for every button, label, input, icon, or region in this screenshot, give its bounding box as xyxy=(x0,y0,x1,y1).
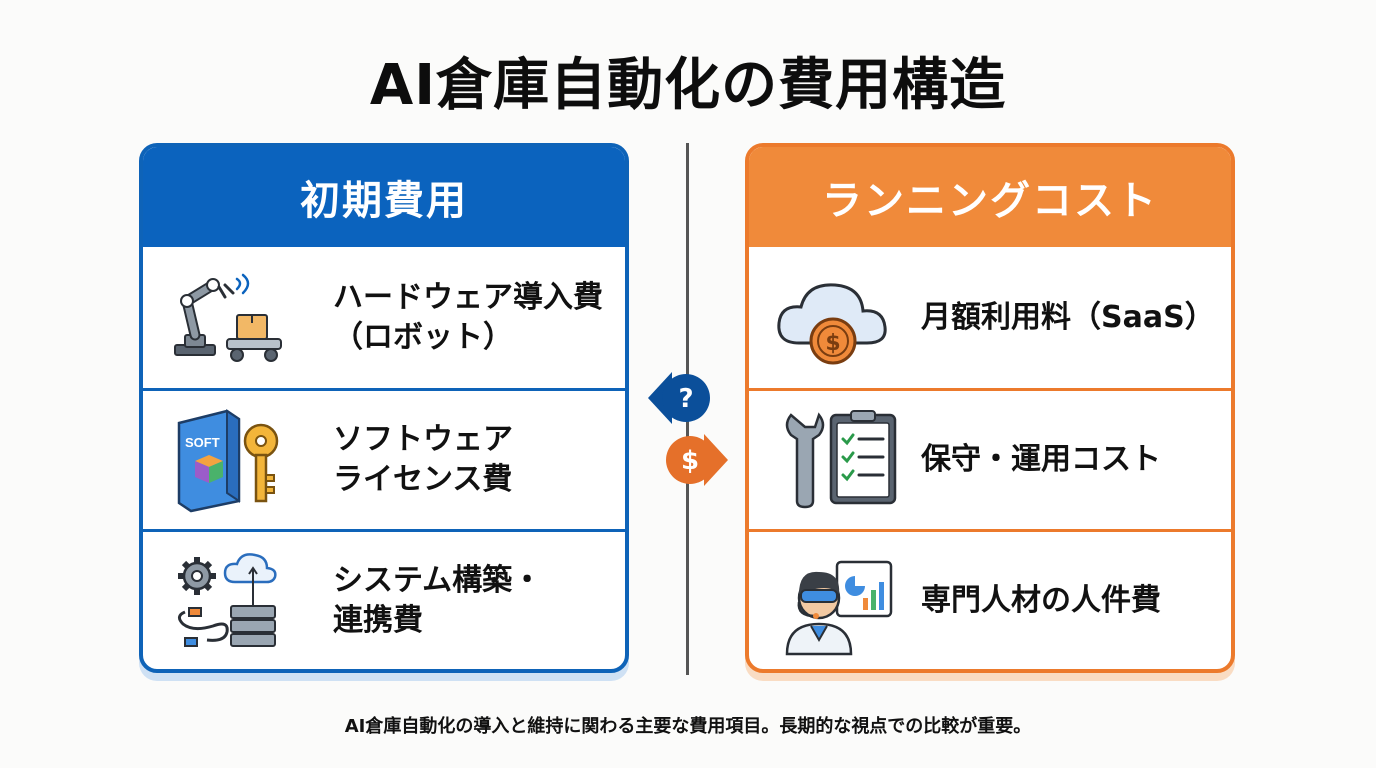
robot-arm-conveyor-icon xyxy=(174,273,282,362)
maintenance-cost-label: 保守・運用コスト xyxy=(921,442,1161,477)
personnel-cost-label: 専門人材の人件費 xyxy=(921,583,1161,618)
wrench-clipboard-icon xyxy=(785,410,897,509)
svg-text:SOFT: SOFT xyxy=(185,435,220,450)
list-item-software: SOFT ソフトウェア ライセンス費 xyxy=(143,388,625,529)
software-license-label: ソフトウェア ライセンス費 xyxy=(333,422,513,497)
gear-cloud-server-icon xyxy=(178,553,277,647)
list-item-maintenance: 保守・運用コスト xyxy=(749,388,1231,529)
list-item-hardware: ハードウェア導入費 （ロボット） xyxy=(143,247,625,388)
footer-caption: AI倉庫自動化の導入と維持に関わる主要な費用項目。長期的な視点での比較が重要。 xyxy=(344,716,1032,737)
initial-cost-panel: 初期費用 ハードウェア導入費 （ロボット） SOFT xyxy=(139,143,629,673)
list-item-system: システム構築・ 連携費 xyxy=(143,529,625,669)
dollar-sign-text: $ xyxy=(681,446,699,476)
running-cost-panel: ランニングコスト $ 月額利用料（SaaS） 保守・運用コスト xyxy=(745,143,1235,673)
dollar-arrow-icon: $ xyxy=(666,434,728,486)
system-integration-label: システム構築・ 連携費 xyxy=(333,563,543,638)
question-arrow-icon: ? xyxy=(648,372,710,424)
initial-cost-heading: 初期費用 xyxy=(143,147,625,247)
svg-text:$: $ xyxy=(825,331,840,356)
saas-fee-label: 月額利用料（SaaS） xyxy=(921,299,1215,335)
software-box-key-icon: SOFT xyxy=(177,409,279,513)
cloud-dollar-icon: $ xyxy=(777,282,887,364)
running-cost-heading: ランニングコスト xyxy=(749,147,1231,247)
engineer-headset-icon xyxy=(785,560,893,656)
list-item-saas: $ 月額利用料（SaaS） xyxy=(749,247,1231,388)
hardware-cost-label: ハードウェア導入費 （ロボット） xyxy=(333,279,603,355)
page-title: AI倉庫自動化の費用構造 xyxy=(369,53,1007,118)
list-item-personnel: 専門人材の人件費 xyxy=(749,529,1231,669)
question-mark-text: ? xyxy=(678,384,693,414)
